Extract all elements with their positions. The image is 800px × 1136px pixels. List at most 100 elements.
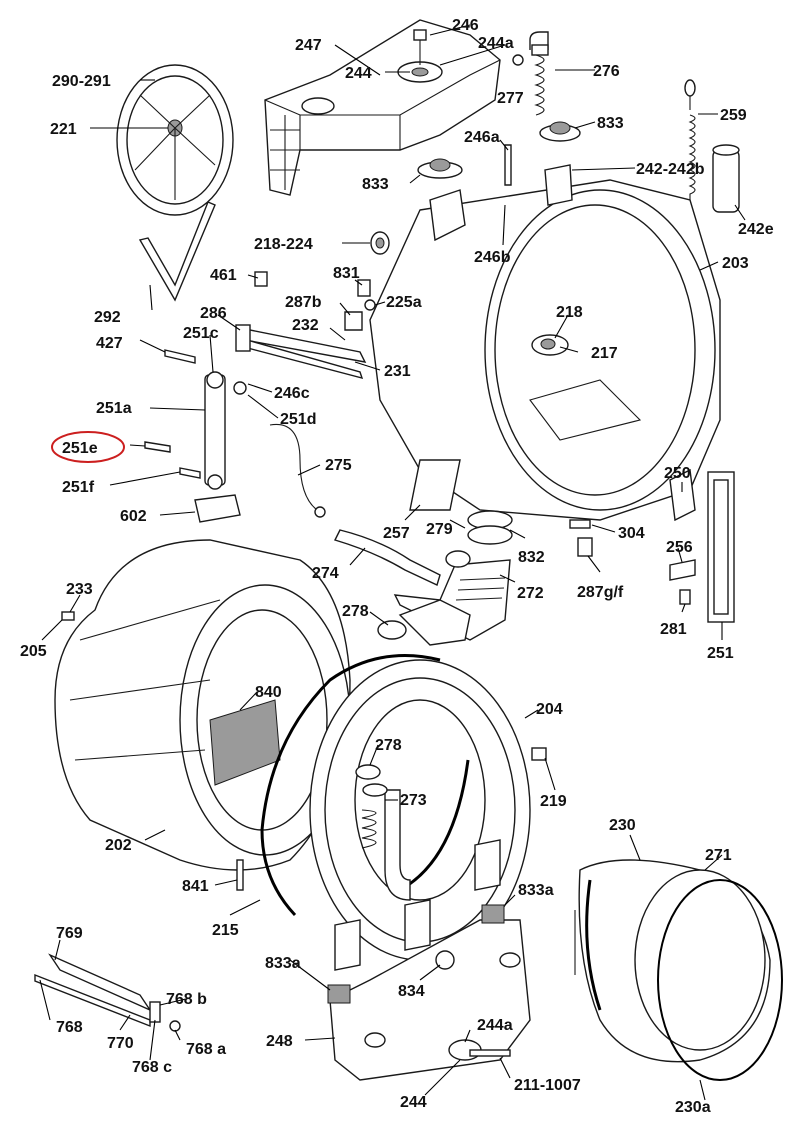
label-244a-bottom: 244a: [477, 1017, 513, 1034]
label-602: 602: [120, 508, 147, 525]
clamp-wire-230a-part: [657, 879, 783, 1081]
drive-belt-part: [138, 201, 216, 302]
label-275: 275: [325, 457, 352, 474]
pressure-hose-part: [269, 423, 321, 513]
label-290-291: 290-291: [52, 73, 111, 90]
shock-absorber-part: [144, 349, 247, 523]
heater-element-part: [235, 324, 367, 380]
label-251e: 251e: [62, 440, 98, 457]
sleeve-tube-part: [712, 144, 740, 213]
label-217: 217: [591, 345, 618, 362]
screw-219-part: [531, 747, 547, 761]
label-769: 769: [56, 925, 83, 942]
counterweight-bottom-part: [327, 904, 531, 1081]
suspension-spring-part: [512, 31, 549, 116]
label-831: 831: [333, 265, 360, 282]
seal-wire-215-part: [260, 654, 441, 917]
label-205: 205: [20, 643, 47, 660]
label-272: 272: [517, 585, 544, 602]
label-225a: 225a: [386, 294, 422, 311]
clip-461-part: [254, 271, 268, 287]
label-246a: 246a: [464, 129, 500, 146]
label-202: 202: [105, 837, 132, 854]
sensor-287gf-part: [577, 537, 593, 557]
label-287b: 287b: [285, 294, 322, 311]
label-271: 271: [705, 847, 732, 864]
gasket-frame-inner: [713, 479, 729, 615]
label-427: 427: [96, 335, 123, 352]
label-231: 231: [384, 363, 411, 380]
part-labels: 247 246 244a 244 276 277 290-291 221 833…: [20, 17, 774, 1116]
pin-281-part: [679, 589, 691, 605]
label-250: 250: [664, 465, 691, 482]
label-768-a: 768 a: [186, 1041, 226, 1058]
label-768-b: 768 b: [166, 991, 207, 1008]
label-273: 273: [400, 792, 427, 809]
label-770: 770: [107, 1035, 134, 1052]
label-230: 230: [609, 817, 636, 834]
label-246c: 246c: [274, 385, 310, 402]
label-246: 246: [452, 17, 479, 34]
label-832: 832: [518, 549, 545, 566]
ring-225a-part: [364, 299, 376, 311]
label-257: 257: [383, 525, 410, 542]
label-233: 233: [66, 581, 93, 598]
label-218-224: 218-224: [254, 236, 313, 253]
label-251d: 251d: [280, 411, 316, 428]
label-287g-f: 287g/f: [577, 584, 624, 601]
label-244-top: 244: [345, 65, 372, 82]
label-833-mid: 833: [362, 176, 389, 193]
valve-831-part: [357, 279, 371, 297]
label-841: 841: [182, 878, 209, 895]
label-276: 276: [593, 63, 620, 80]
sump-hose-part: [393, 510, 513, 641]
leader-lines: [39, 24, 746, 1101]
label-278-top: 278: [342, 603, 369, 620]
label-840: 840: [255, 684, 282, 701]
clamp-278-part: [377, 620, 407, 640]
label-251a: 251a: [96, 400, 132, 417]
label-286: 286: [200, 305, 227, 322]
label-215: 215: [212, 922, 239, 939]
label-281: 281: [660, 621, 687, 638]
highlight-ellipse: [51, 431, 125, 463]
label-833a-right: 833a: [518, 882, 554, 899]
label-232: 232: [292, 317, 319, 334]
clip-256-part: [669, 559, 696, 581]
label-230a: 230a: [675, 1099, 711, 1116]
label-768-c: 768 c: [132, 1059, 172, 1076]
label-204: 204: [536, 701, 563, 718]
counterweight-top-part: [264, 19, 501, 196]
damper-pad-part: [417, 121, 581, 179]
label-278-mid: 278: [375, 737, 402, 754]
label-768: 768: [56, 1019, 83, 1036]
bolt-part: [504, 144, 512, 186]
label-219: 219: [540, 793, 567, 810]
label-461: 461: [210, 267, 237, 284]
label-277: 277: [497, 90, 524, 107]
drum-part: [54, 539, 351, 871]
bearing-seal-part: [370, 231, 390, 255]
label-251f: 251f: [62, 479, 95, 496]
label-279: 279: [426, 521, 453, 538]
door-gasket-part: [574, 859, 771, 1063]
label-251c: 251c: [183, 325, 219, 342]
label-203: 203: [722, 255, 749, 272]
tub-rear-part: [369, 164, 721, 521]
mounting-bracket-part: [34, 953, 181, 1032]
label-834: 834: [398, 983, 425, 1000]
label-256: 256: [666, 539, 693, 556]
label-304: 304: [618, 525, 645, 542]
label-833-top: 833: [597, 115, 624, 132]
hose-end-part: [314, 506, 326, 518]
label-833a-left: 833a: [265, 955, 301, 972]
outlet-pipe-part: [398, 599, 471, 646]
label-242e: 242e: [738, 221, 774, 238]
label-259: 259: [720, 107, 747, 124]
screw-841-part: [236, 859, 244, 891]
label-211-1007: 211-1007: [514, 1077, 581, 1094]
pulley-part: [116, 64, 234, 216]
label-274: 274: [312, 565, 339, 582]
screw-233-part: [61, 611, 75, 621]
